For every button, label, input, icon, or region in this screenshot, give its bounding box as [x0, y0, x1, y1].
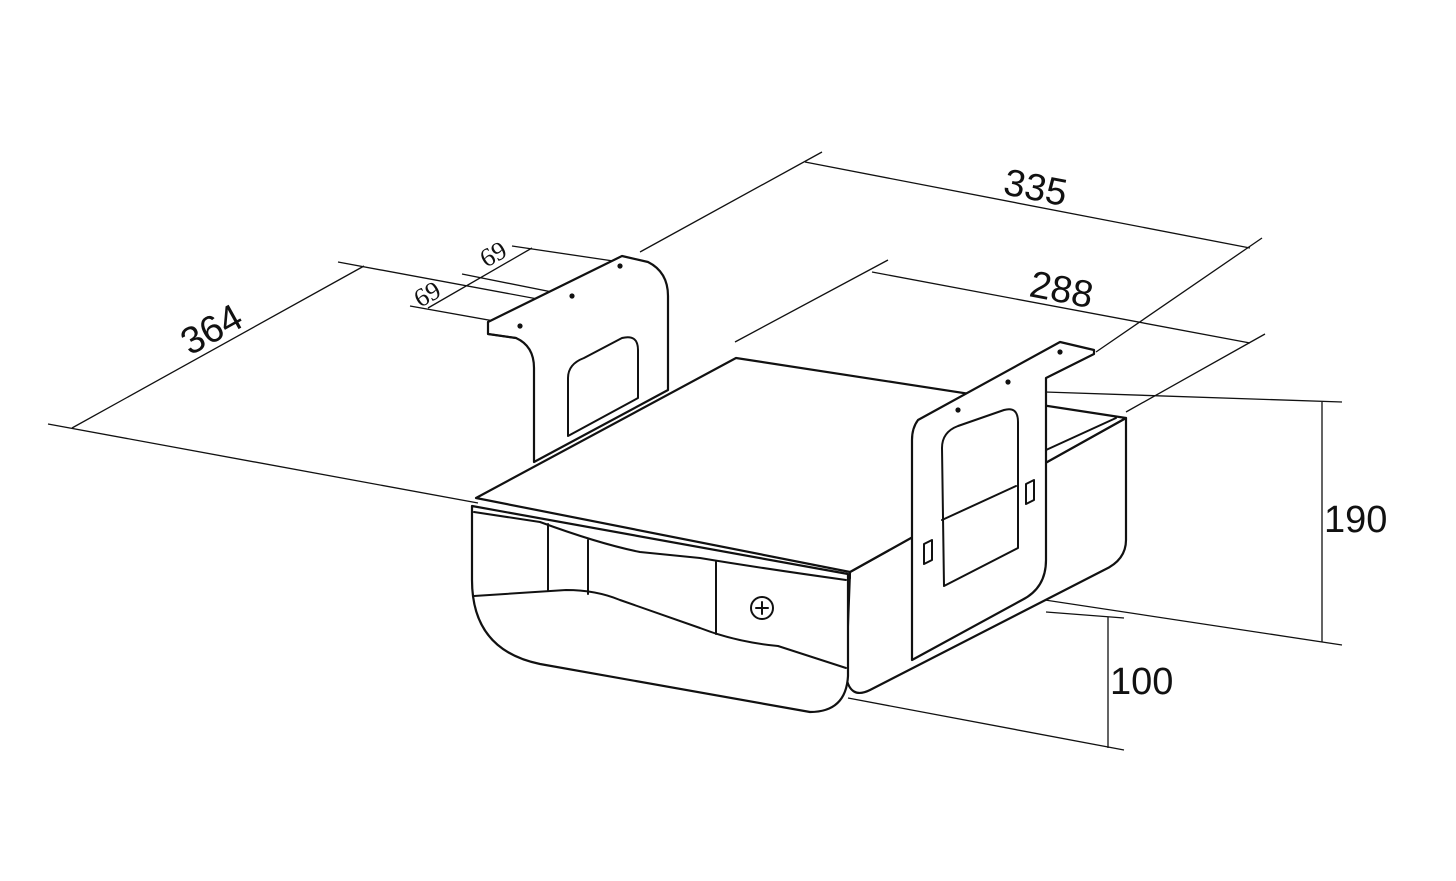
extension-line-69-a: [511, 245, 621, 263]
extension-line-364-front: [47, 423, 479, 504]
extension-line-335-right: [1095, 237, 1263, 353]
label-total-height-190: 190: [1324, 499, 1387, 541]
dimension-lines: [47, 151, 1343, 751]
label-drawer-height-100: 100: [1110, 661, 1173, 703]
extension-line-100-top: [1045, 611, 1125, 619]
mount-hole-right-front: [955, 407, 961, 413]
mount-hole-right-mid: [1005, 379, 1011, 385]
dimension-line-335: [804, 161, 1251, 249]
mount-hole-left-front: [517, 323, 523, 329]
label-outer-width-335: 335: [1000, 162, 1070, 215]
mount-hole-left-mid: [569, 293, 575, 299]
label-depth-364: 364: [174, 296, 250, 363]
dimension-line-364: [71, 265, 365, 429]
extension-line-288-right: [1125, 333, 1266, 413]
right-mounting-bracket: [910, 340, 1096, 662]
label-hole-spacing-69-top: 69: [475, 235, 512, 273]
dimension-line-288: [871, 271, 1251, 344]
extension-line-335-left: [639, 151, 823, 253]
extension-line-100-bottom: [847, 697, 1125, 751]
dimension-line-69: [427, 247, 533, 309]
left-mounting-bracket: [486, 254, 670, 464]
extension-line-190-top: [1044, 391, 1343, 403]
mount-hole-right-back: [1057, 349, 1063, 355]
lock-keyhole-icon: [750, 596, 774, 620]
mount-hole-left-back: [617, 263, 623, 269]
extension-line-288-left: [734, 259, 889, 343]
label-inner-width-288: 288: [1026, 264, 1096, 317]
